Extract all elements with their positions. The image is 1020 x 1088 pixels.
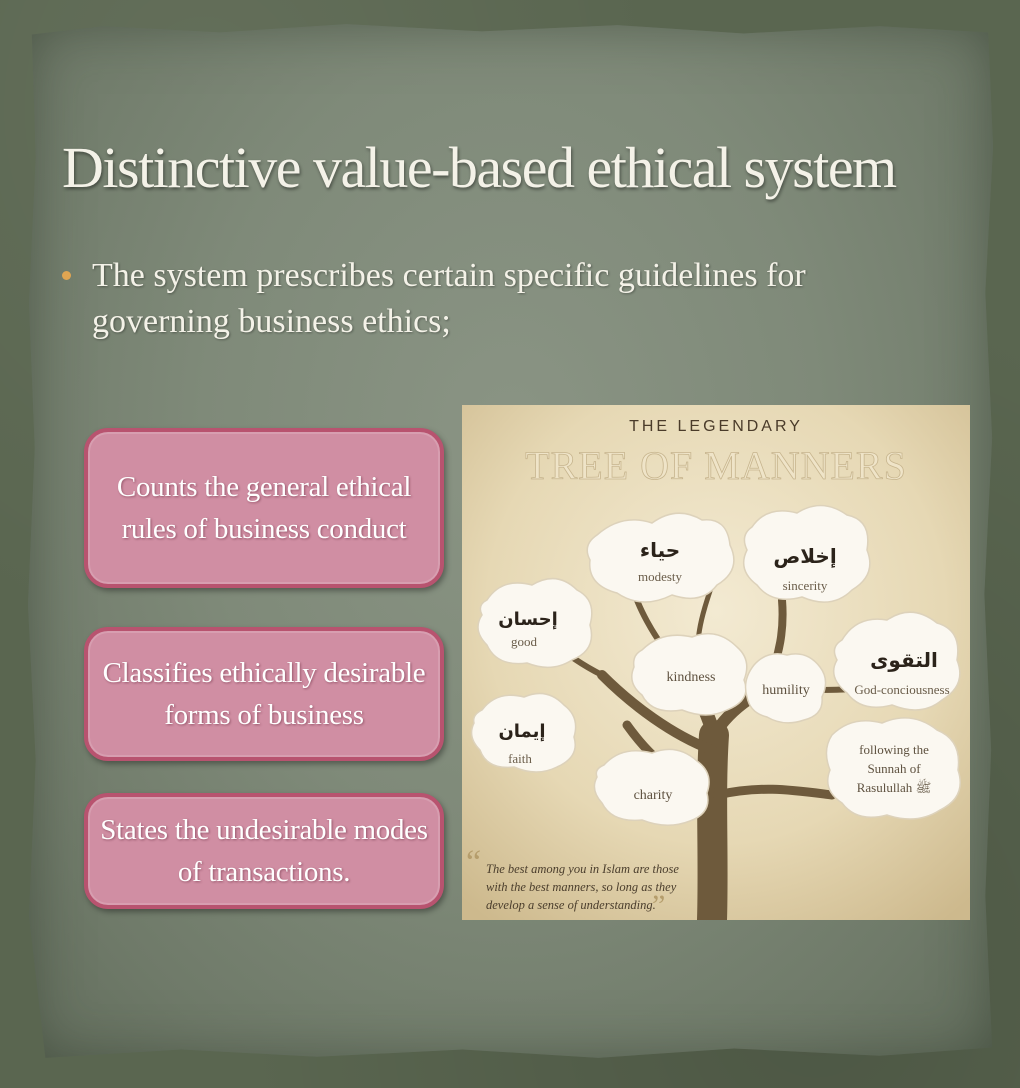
cloud-charity-english: charity (634, 788, 673, 803)
cloud-kindness-english: kindness (667, 670, 716, 685)
cloud-sunnah-line1: following the (859, 742, 929, 757)
cloud-humility: humility (744, 653, 827, 724)
cloud-sunnah-line3: Rasulullah ﷺ (857, 778, 932, 795)
slide-title: Distinctive value-based ethical system (62, 135, 897, 200)
guideline-box-general-rules: Counts the general ethical rules of busi… (84, 428, 444, 588)
cloud-modesty-english: modesty (638, 569, 683, 584)
cloud-sunnah: following the Sunnah of Rasulullah ﷺ (825, 717, 961, 820)
guideline-box-text: States the undesirable modes of transact… (100, 814, 428, 888)
cloud-modesty: حياء modesty (586, 512, 735, 603)
cloud-humility-english: humility (762, 683, 809, 698)
tree-of-manners-illustration: THE LEGENDARY TREE OF MANNERS حياء modes… (462, 405, 970, 920)
cloud-sincerity-english: sincerity (783, 578, 828, 593)
bullet-text: The system prescribes certain specific g… (92, 257, 806, 340)
cloud-god-arabic: التقوى (870, 648, 938, 672)
cloud-sincerity-arabic: إخلاص (773, 544, 836, 568)
cloud-modesty-arabic: حياء (640, 538, 680, 562)
quote-line1: The best among you in Islam are those (486, 862, 679, 876)
cloud-faith-english: faith (508, 751, 532, 766)
quote-block: “ The best among you in Islam are those … (466, 844, 679, 920)
cloud-good-arabic: إحسان (498, 609, 558, 630)
cloud-kindness: kindness (631, 632, 748, 716)
cloud-god-consciousness: التقوى God-conciousness (832, 611, 961, 711)
cloud-good-english: good (511, 634, 538, 649)
cloud-god-english: God-conciousness (854, 682, 949, 697)
cloud-sincerity: إخلاص sincerity (742, 504, 871, 603)
tree-heading-line1: THE LEGENDARY (629, 418, 803, 435)
guideline-box-desirable-forms: Classifies ethically desirable forms of … (84, 627, 444, 761)
cloud-faith: إيمان faith (470, 692, 577, 773)
cloud-charity: charity (593, 748, 710, 826)
cloud-sunnah-line2: Sunnah of (867, 761, 921, 776)
quote-line2: with the best manners, so long as they (486, 880, 677, 894)
close-quote-icon: ” (652, 889, 665, 920)
bullet-point: The system prescribes certain specific g… (62, 253, 942, 345)
guideline-box-text: Counts the general ethical rules of busi… (116, 471, 412, 545)
quote-line3: develop a sense of understanding. (486, 898, 656, 912)
guideline-box-text: Classifies ethically desirable forms of … (102, 657, 426, 731)
open-quote-icon: “ (466, 844, 481, 881)
cloud-faith-arabic: إيمان (498, 721, 545, 742)
guideline-box-undesirable-modes: States the undesirable modes of transact… (84, 793, 444, 909)
cloud-good: إحسان good (477, 577, 593, 669)
tree-heading-line2: TREE OF MANNERS (525, 443, 907, 488)
bullet-icon (62, 271, 71, 280)
